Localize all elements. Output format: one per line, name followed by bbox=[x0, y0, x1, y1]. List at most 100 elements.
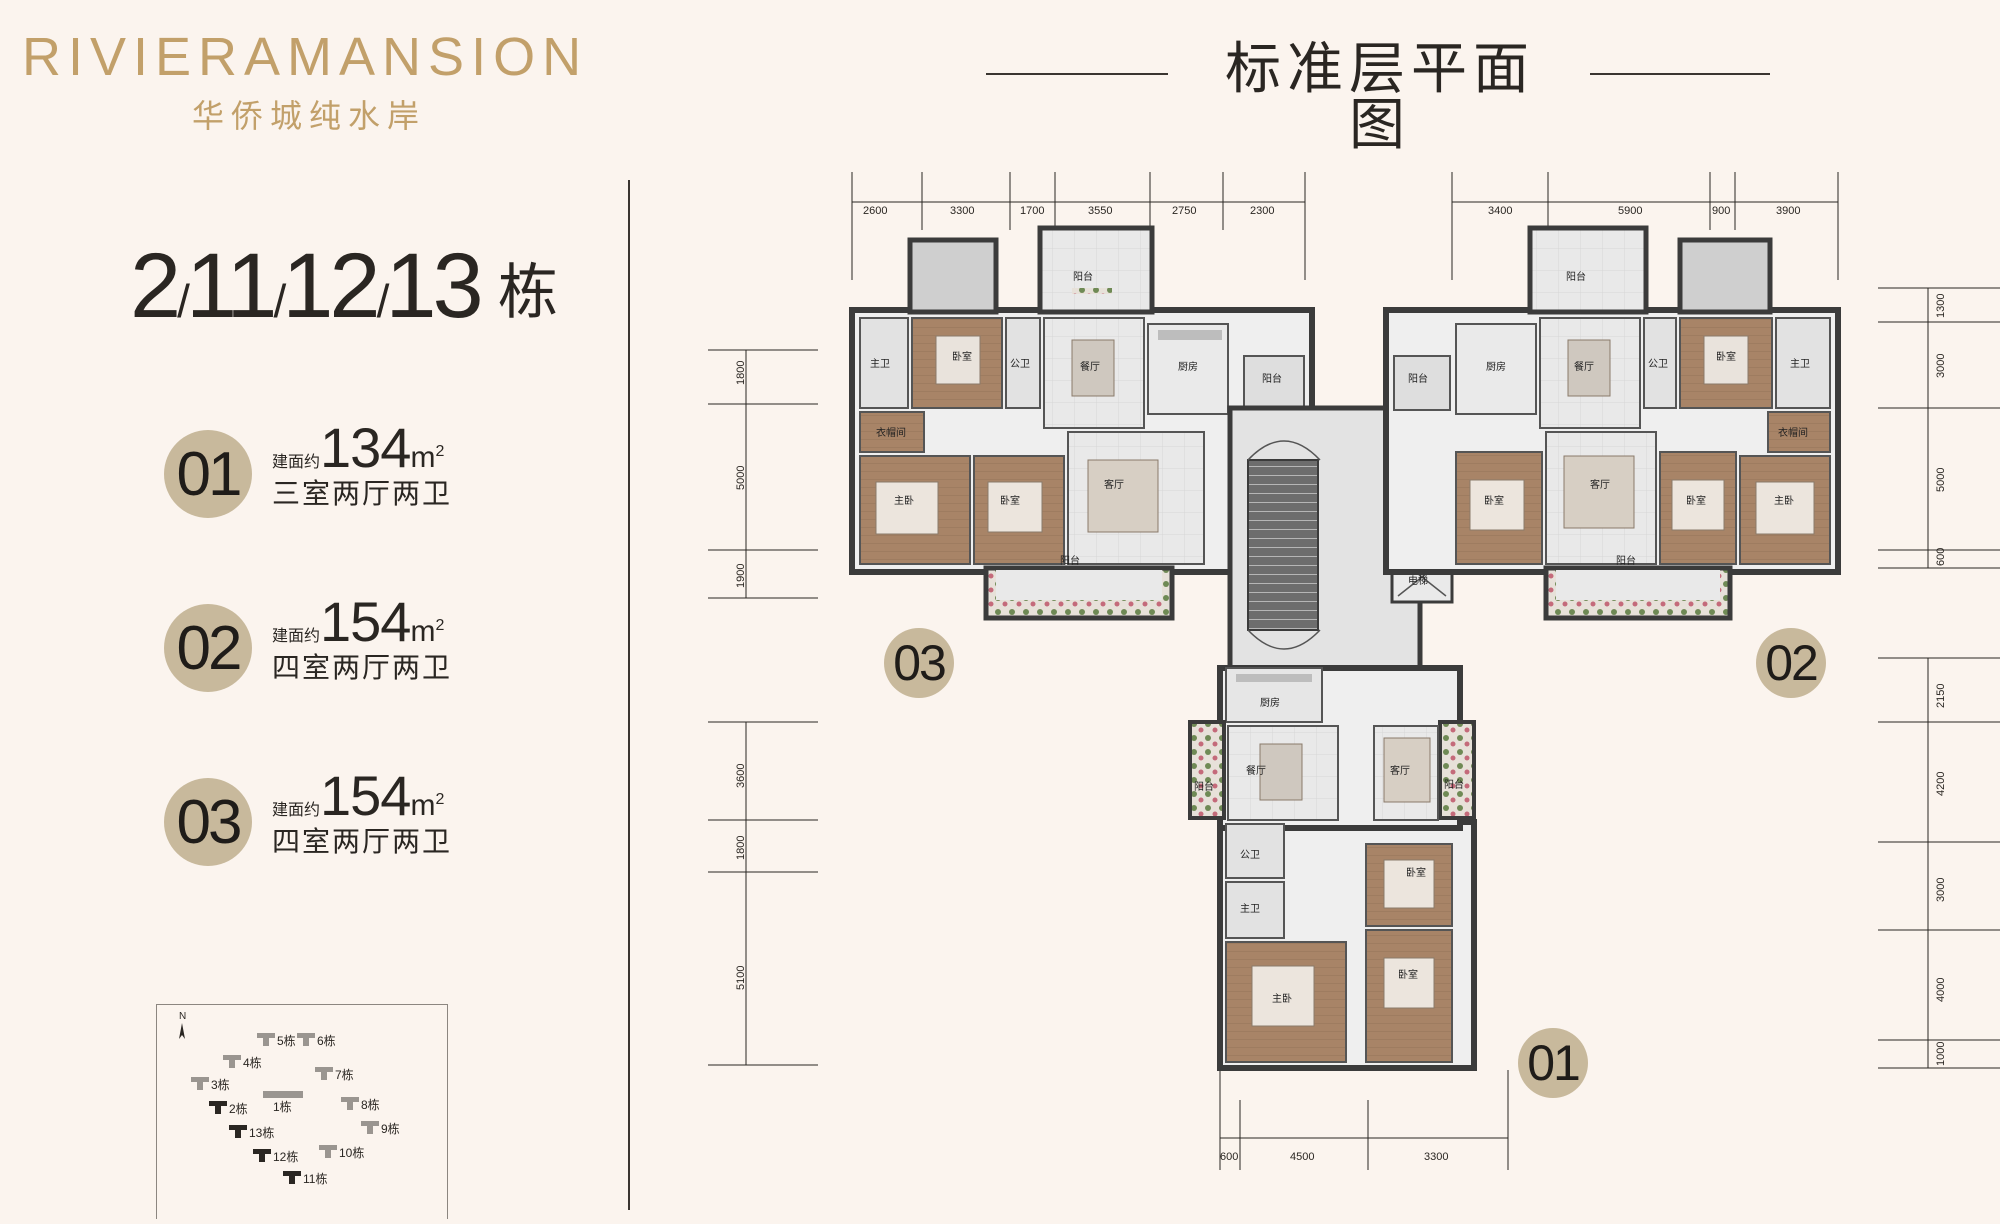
room-label: 公卫 bbox=[1240, 850, 1260, 861]
area-prefix: 建面约 bbox=[272, 628, 321, 645]
site-block-label: 7栋 bbox=[335, 1067, 354, 1082]
unit-area-03: 建面约154m2 bbox=[272, 768, 444, 824]
unit-01-plan: 厨房 阳台 餐厅 客厅 阳台 公卫 主卫 卧室 主卧 卧室 bbox=[1188, 665, 1477, 1071]
unit-area-01: 建面约134m2 bbox=[272, 420, 444, 476]
room-label: 阳台 bbox=[1444, 778, 1464, 791]
room-label: 厨房 bbox=[1260, 696, 1280, 709]
building-suffix: 栋 bbox=[498, 258, 558, 328]
site-block-shape bbox=[263, 1091, 303, 1098]
site-block-label: 10栋 bbox=[339, 1145, 364, 1160]
dim-label: 3300 bbox=[1424, 1151, 1448, 1163]
site-block-shape bbox=[253, 1149, 271, 1162]
site-block-shape bbox=[361, 1121, 379, 1134]
unit-badge: 02 bbox=[164, 604, 252, 692]
dim-label: 2600 bbox=[863, 205, 887, 217]
plan-badge-03: 03 bbox=[884, 628, 954, 698]
dim-label: 2300 bbox=[1250, 205, 1274, 217]
area-prefix: 建面约 bbox=[272, 802, 321, 819]
room-label: 厨房 bbox=[1178, 360, 1198, 373]
site-block-shape bbox=[209, 1101, 227, 1114]
site-block-shape bbox=[341, 1097, 359, 1110]
dim-label: 5100 bbox=[735, 966, 747, 990]
area-unit: m bbox=[410, 789, 436, 822]
unit-area-02: 建面约154m2 bbox=[272, 594, 444, 650]
area-unit-sup: 2 bbox=[435, 443, 445, 460]
dim-label: 1900 bbox=[735, 564, 747, 588]
area-value: 134 bbox=[320, 416, 411, 479]
room-label: 主卫 bbox=[1790, 358, 1810, 370]
plan-badge-01: 01 bbox=[1518, 1028, 1588, 1098]
dim-label: 4500 bbox=[1290, 1151, 1314, 1163]
area-unit: m bbox=[410, 441, 436, 474]
building-number: 11 bbox=[185, 235, 277, 337]
building-number: 12 bbox=[282, 235, 380, 337]
building-number: 13 bbox=[385, 235, 483, 337]
dim-label: 1800 bbox=[735, 361, 747, 385]
dim-label: 5900 bbox=[1618, 205, 1642, 217]
building-numbers: 2/11/12/13 bbox=[130, 235, 484, 337]
site-block-label: 3栋 bbox=[211, 1077, 230, 1092]
unit-legend-01: 01 bbox=[164, 430, 252, 518]
page-title: 标准层平面图 bbox=[1225, 37, 1535, 158]
dim-label: 5000 bbox=[735, 466, 747, 490]
title-rule-right bbox=[1590, 73, 1770, 75]
site-block: 7栋 bbox=[315, 1067, 354, 1082]
unit-legend-02: 02 bbox=[164, 604, 252, 692]
brand-name-cn: 华侨城纯水岸 bbox=[192, 98, 427, 134]
area-unit: m bbox=[410, 615, 436, 648]
unit-legend-03: 03 bbox=[164, 778, 252, 866]
site-block: 1栋 bbox=[263, 1091, 303, 1114]
dim-label: 1700 bbox=[1020, 205, 1044, 217]
room-label: 阳台 bbox=[1060, 554, 1080, 567]
site-block: 10栋 bbox=[319, 1145, 364, 1160]
room-label: 阳台 bbox=[1566, 270, 1586, 283]
site-block: 4栋 bbox=[223, 1055, 262, 1070]
site-block-label: 5栋 bbox=[277, 1033, 296, 1048]
room-label: 卧室 bbox=[1484, 494, 1504, 507]
room-label: 卧室 bbox=[1406, 866, 1426, 879]
room-label: 阳台 bbox=[1616, 554, 1636, 567]
room-label: 卧室 bbox=[1000, 494, 1020, 507]
dim-label: 3900 bbox=[1776, 205, 1800, 217]
site-block: 11栋 bbox=[283, 1171, 327, 1186]
room-label: 卧室 bbox=[1398, 968, 1418, 981]
site-block-label: 9栋 bbox=[381, 1121, 400, 1136]
dim-label: 900 bbox=[1712, 205, 1730, 217]
site-block-shape bbox=[191, 1077, 209, 1090]
title-rule-left bbox=[986, 73, 1168, 75]
room-label: 客厅 bbox=[1590, 478, 1610, 491]
dim-label: 3300 bbox=[950, 205, 974, 217]
room-label: 公卫 bbox=[1010, 359, 1030, 370]
site-block-label: 13栋 bbox=[249, 1125, 274, 1140]
room-label: 公卫 bbox=[1648, 359, 1668, 370]
site-block-shape bbox=[297, 1033, 315, 1046]
room-label: 主卫 bbox=[870, 358, 890, 370]
room-label: 衣帽间 bbox=[876, 426, 906, 439]
building-number: 2 bbox=[130, 235, 181, 337]
room-label: 主卧 bbox=[1774, 494, 1794, 507]
dim-label: 1800 bbox=[735, 836, 747, 860]
unit-layout-01: 三室两厅两卫 bbox=[272, 478, 453, 509]
site-block-label: 12栋 bbox=[273, 1149, 298, 1164]
room-label: 厨房 bbox=[1486, 360, 1506, 373]
site-block-label: 1栋 bbox=[273, 1099, 292, 1114]
left-panel-divider bbox=[628, 180, 630, 1210]
area-value: 154 bbox=[320, 590, 411, 653]
area-unit-sup: 2 bbox=[435, 617, 445, 634]
dim-label: 4200 bbox=[1935, 772, 1947, 796]
unit-layout-02: 四室两厅两卫 bbox=[272, 652, 453, 683]
site-block-shape bbox=[283, 1171, 301, 1184]
site-block-label: 6栋 bbox=[317, 1033, 336, 1048]
site-block-shape bbox=[229, 1125, 247, 1138]
room-label: 餐厅 bbox=[1574, 360, 1594, 373]
room-label: 客厅 bbox=[1104, 478, 1124, 491]
unit-badge: 03 bbox=[164, 778, 252, 866]
site-block: 12栋 bbox=[253, 1149, 298, 1164]
room-label: 阳台 bbox=[1194, 780, 1214, 793]
site-block-shape bbox=[257, 1033, 275, 1046]
room-label: 餐厅 bbox=[1246, 764, 1266, 777]
north-label: N bbox=[179, 1011, 186, 1022]
dim-label: 3550 bbox=[1088, 205, 1112, 217]
site-block: 2栋 bbox=[209, 1101, 248, 1116]
